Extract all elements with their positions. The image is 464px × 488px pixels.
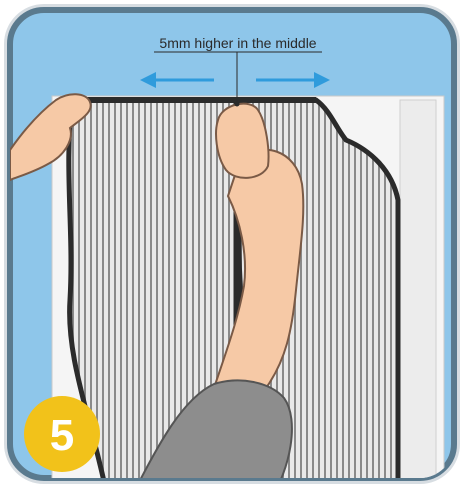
annotation-text: 5mm higher in the middle: [159, 35, 316, 51]
door-frame-right: [400, 100, 436, 488]
right-hand: [216, 104, 268, 178]
step-number: 5: [50, 411, 74, 460]
annotation-dot: [235, 102, 240, 107]
